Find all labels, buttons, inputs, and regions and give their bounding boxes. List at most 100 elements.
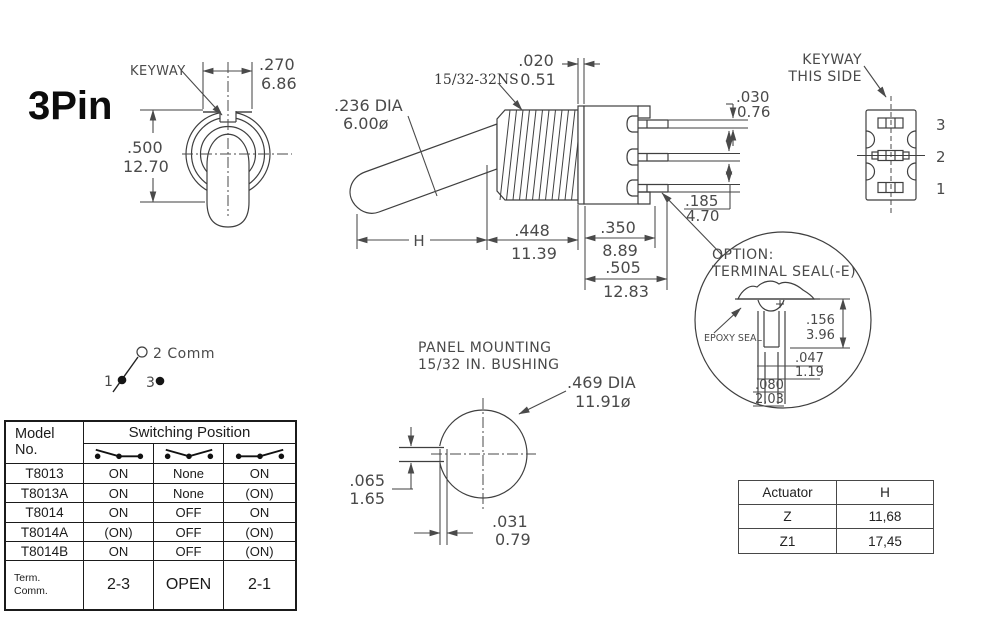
- svg-text:.505: .505: [605, 258, 641, 277]
- position-cell: OFF: [154, 503, 224, 523]
- terminal-common-cell: OPEN: [154, 561, 224, 609]
- rear-side-cutouts: [865, 130, 917, 181]
- svg-text:.270: .270: [259, 55, 295, 74]
- switch-body-side: [583, 105, 639, 205]
- lever-length-dimension: H: [356, 165, 488, 250]
- toggle-lever-side: [349, 123, 498, 214]
- pin1-label: 1: [936, 180, 946, 198]
- lever-center-icon: [164, 448, 213, 460]
- svg-text:6.00ø: 6.00ø: [343, 114, 389, 133]
- position-icon-cell: [224, 444, 295, 464]
- rear-keyway-leader: [863, 65, 887, 98]
- schematic: 2 Comm 1 3: [104, 346, 215, 393]
- sealed-terminal: [757, 311, 786, 404]
- svg-text:TERMINAL SEAL(-E): TERMINAL SEAL(-E): [711, 264, 856, 280]
- thread-spec-label: 15/32-32NS: [434, 72, 519, 88]
- terminal-seal-detail: OPTION: TERMINAL SEAL(-E) EPOXY SEAL: [694, 231, 872, 409]
- position-cell: (ON): [224, 484, 295, 503]
- svg-text:.156: .156: [806, 313, 835, 328]
- overall-depth-dimension: .505 12.83: [584, 198, 668, 301]
- svg-text:4.70: 4.70: [686, 207, 719, 225]
- svg-text:1.19: 1.19: [795, 365, 824, 380]
- front-height-dimension: .500 12.70: [123, 109, 205, 203]
- svg-text:1.65: 1.65: [349, 489, 385, 508]
- svg-text:0.76: 0.76: [737, 103, 770, 121]
- svg-text:11.39: 11.39: [511, 244, 557, 263]
- svg-text:PANEL MOUNTING: PANEL MOUNTING: [418, 340, 552, 356]
- front-width-dimension: .270 6.86: [202, 55, 297, 109]
- position-cell: ON: [84, 484, 154, 503]
- svg-text:.047: .047: [795, 351, 824, 366]
- svg-text:3: 3: [146, 375, 155, 391]
- svg-text:6.86: 6.86: [261, 74, 297, 93]
- svg-text:.020: .020: [518, 51, 554, 70]
- hole-diameter-dimension: .469 DIA 11.91ø: [518, 373, 636, 415]
- position-cell: ON: [84, 503, 154, 523]
- svg-text:8.89: 8.89: [602, 241, 638, 260]
- lever-diameter-dimension: .236 DIA 6.00ø: [334, 96, 438, 197]
- svg-text:12.83: 12.83: [603, 282, 649, 301]
- panel-mounting-view: PANEL MOUNTING 15/32 IN. BUSHING .469 DI…: [349, 340, 635, 549]
- epoxy-seal-label: EPOXY SEAL: [704, 333, 762, 344]
- position-cell: ON: [224, 464, 295, 484]
- keyway-depth-dimension: .065 1.65: [349, 427, 415, 508]
- page-title: 3Pin: [28, 84, 113, 128]
- terminal-pitch-dimension: .185 4.70: [684, 130, 733, 225]
- terminal-outer-width-dimension: .080 2.03: [753, 378, 784, 407]
- pin1-dot: [117, 375, 127, 385]
- detail-circle: [694, 231, 872, 409]
- front-view: KEYWAY .270 6.86 .500 12.70: [123, 55, 297, 228]
- position-cell: None: [154, 464, 224, 484]
- position-cell: None: [154, 484, 224, 503]
- svg-text:.080: .080: [755, 378, 784, 393]
- lever-right-icon: [235, 448, 284, 460]
- terminal-tabs: [626, 115, 669, 197]
- comm-terminal-circle: [136, 346, 148, 358]
- svg-text:.350: .350: [600, 218, 636, 237]
- svg-text:0.79: 0.79: [495, 530, 531, 549]
- svg-text:H: H: [413, 232, 424, 250]
- keyway-width-dimension: .031 0.79: [414, 449, 531, 549]
- actuator-table: Actuator H Z 11,68 Z1 17,45: [738, 480, 934, 554]
- svg-text:.500: .500: [127, 138, 163, 157]
- terminal-common-cell: 2-3: [84, 561, 154, 609]
- pin2-label: 2: [936, 148, 946, 166]
- switching-position-table: Model No. Switching Position T8013 ON No…: [4, 420, 297, 611]
- svg-text:.031: .031: [492, 512, 528, 531]
- position-cell: (ON): [224, 542, 295, 561]
- svg-text:OPTION:: OPTION:: [712, 247, 774, 263]
- svg-text:0.51: 0.51: [520, 70, 556, 89]
- svg-text:.469 DIA: .469 DIA: [567, 373, 636, 392]
- epoxy-seal-mound: [737, 280, 816, 300]
- model-cell: T8013A: [6, 484, 84, 503]
- svg-text:.185: .185: [685, 192, 718, 210]
- lever-left-icon: [94, 448, 143, 460]
- svg-text:12.70: 12.70: [123, 157, 169, 176]
- position-cell: OFF: [154, 523, 224, 542]
- position-cell: (ON): [84, 523, 154, 542]
- svg-text:2.03: 2.03: [755, 392, 784, 407]
- svg-text:.030: .030: [736, 88, 769, 106]
- comm-label: 2 Comm: [153, 346, 215, 362]
- position-cell: ON: [84, 542, 154, 561]
- seal-height-dimension: .156 3.96: [790, 298, 850, 349]
- svg-text:.448: .448: [514, 221, 550, 240]
- keyway-leader-line: [180, 69, 223, 116]
- terminal-thickness-dimension: .030 0.76: [726, 88, 770, 146]
- terminal-common-label-cell: Term. Comm.: [6, 561, 84, 609]
- model-header-cell: Model No.: [6, 422, 84, 464]
- model-cell: T8013: [6, 464, 84, 484]
- position-icon-cell: [84, 444, 154, 464]
- h-value-cell: 17,45: [868, 533, 902, 549]
- thread-lines: [499, 110, 578, 200]
- rear-view: KEYWAY THIS SIDE: [787, 52, 946, 214]
- h-value-cell: 11,68: [837, 505, 933, 529]
- svg-text:15/32 IN. BUSHING: 15/32 IN. BUSHING: [418, 357, 560, 373]
- svg-text:1: 1: [104, 374, 113, 390]
- svg-text:.065: .065: [349, 471, 385, 490]
- bushing-length-dimension: .448 11.39: [486, 205, 579, 263]
- svg-text:11.91ø: 11.91ø: [575, 392, 631, 411]
- washer-dimension: .020 0.51: [518, 51, 600, 104]
